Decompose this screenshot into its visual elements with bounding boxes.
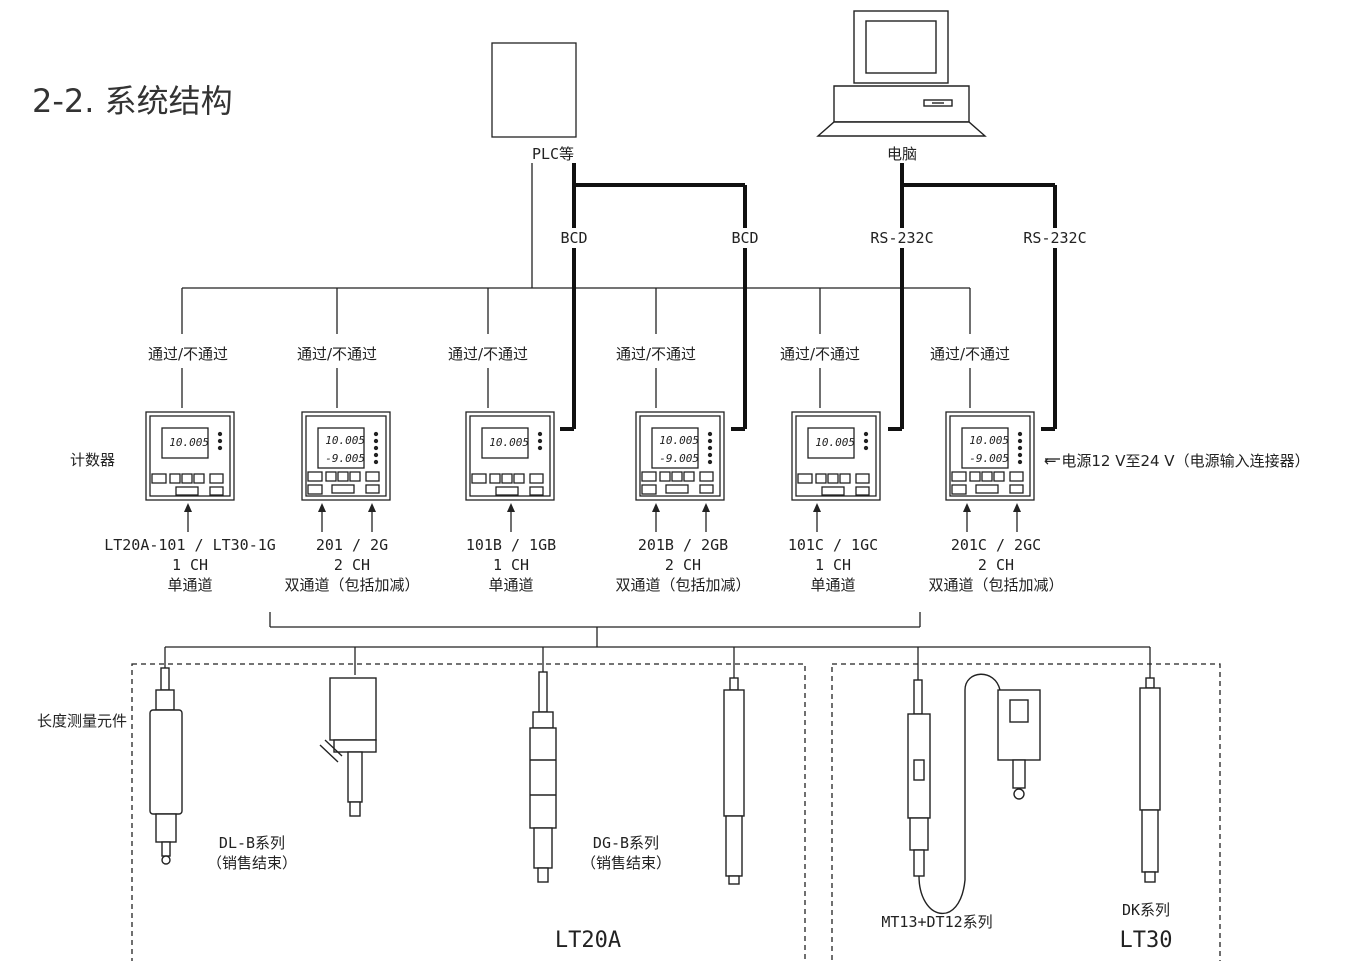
counter-reading: 10.005 (969, 434, 1009, 447)
plc-label: PLC等 (531, 145, 575, 163)
pass-fail-label: 通过/不通过 (147, 345, 229, 363)
dk-series-label: DK系列 (1121, 901, 1171, 919)
counter-reading-2: -9.005 (969, 452, 1009, 465)
model-label: 201 / 2G (315, 536, 389, 554)
channel-label: 1 CH (814, 556, 852, 574)
bcd-label-1: BCD (560, 229, 588, 247)
mt13-series-label: MT13+DT12系列 (881, 913, 993, 931)
pass-fail-label: 通过/不通过 (929, 345, 1011, 363)
channel-label: 1 CH (492, 556, 530, 574)
rs232c-label-1: RS-232C (870, 229, 934, 247)
channel-label: 1 CH (171, 556, 209, 574)
counter-unit-3 (465, 411, 555, 501)
desc-label: 双通道（包括加减） (615, 576, 751, 594)
pass-fail-label: 通过/不通过 (447, 345, 529, 363)
dlb-series-label: DL-B系列 （销售结束） (207, 833, 297, 873)
pc-label: 电脑 (886, 145, 918, 163)
counter-unit-4 (635, 411, 725, 501)
dgb-sensor-left (529, 671, 557, 883)
dlb-series-note: （销售结束） (206, 854, 298, 872)
dlb-sensor-left (149, 667, 183, 865)
counter-unit-2 (301, 411, 391, 501)
counter-reading: 10.005 (659, 434, 699, 447)
desc-label: 双通道（包括加减） (928, 576, 1064, 594)
mt13-sensor (907, 673, 1041, 914)
model-label: 101C / 1GC (787, 536, 879, 554)
desc-label: 单通道 (488, 576, 534, 594)
dgb-series-label: DG-B系列 （销售结束） (581, 833, 671, 873)
counter-reading-2: -9.005 (325, 452, 365, 465)
pass-fail-label: 通过/不通过 (615, 345, 697, 363)
channel-label: 2 CH (333, 556, 371, 574)
counter-reading: 10.005 (325, 434, 365, 447)
counter-reading: 10.005 (815, 436, 855, 449)
desc-label: 双通道（包括加减） (284, 576, 420, 594)
lt20a-group-label: LT20A (554, 928, 622, 953)
dlb-series-name: DL-B系列 (218, 834, 286, 852)
dgb-series-note: （销售结束） (580, 854, 672, 872)
counter-unit-5 (791, 411, 881, 501)
pass-fail-label: 通过/不通过 (296, 345, 378, 363)
channel-label: 2 CH (664, 556, 702, 574)
counter-reading: 10.005 (489, 436, 529, 449)
page-title: 2-2. 系统结构 (32, 82, 233, 120)
counter-unit-6 (945, 411, 1035, 501)
pass-fail-label: 通过/不通过 (779, 345, 861, 363)
counter-caption-6: 201C / 2GC 2 CH 双通道（包括加减） (928, 535, 1063, 595)
counter-unit-1 (145, 411, 235, 501)
dgb-series-name: DG-B系列 (592, 834, 660, 852)
counter-units (145, 411, 1035, 501)
plc-box (491, 42, 577, 138)
counter-caption-3: 101B / 1GB 1 CH 单通道 (466, 535, 556, 595)
lt20a-group-box (131, 663, 806, 961)
lt30-group-label: LT30 (1119, 928, 1173, 953)
counter-caption-1: LT20A-101 / LT30-1G 1 CH 单通道 (104, 535, 276, 595)
dlb-sensor-right (319, 677, 377, 817)
dk-sensor (1139, 677, 1161, 883)
computer-icon (816, 10, 987, 137)
channel-label: 2 CH (977, 556, 1015, 574)
counter-reading: 10.005 (169, 436, 209, 449)
dgb-sensor-right (723, 677, 745, 885)
model-label: LT20A-101 / LT30-1G (104, 536, 276, 554)
counter-label: 计数器 (70, 451, 116, 469)
desc-label: 单通道 (167, 576, 213, 594)
counter-caption-2: 201 / 2G 2 CH 双通道（包括加减） (284, 535, 419, 595)
bcd-label-2: BCD (731, 229, 759, 247)
sensor-section-label: 长度测量元件 (37, 712, 128, 730)
counter-caption-5: 101C / 1GC 1 CH 单通道 (788, 535, 878, 595)
model-label: 201C / 2GC (950, 536, 1042, 554)
counter-reading-2: -9.005 (659, 452, 699, 465)
rs232c-label-2: RS-232C (1023, 229, 1087, 247)
power-note: ← 电源12 V至24 V（电源输入连接器） (1044, 452, 1310, 470)
lt30-group-box (831, 663, 1221, 961)
desc-label: 单通道 (810, 576, 856, 594)
model-label: 101B / 1GB (465, 536, 557, 554)
model-label: 201B / 2GB (637, 536, 729, 554)
counter-caption-4: 201B / 2GB 2 CH 双通道（包括加减） (615, 535, 750, 595)
